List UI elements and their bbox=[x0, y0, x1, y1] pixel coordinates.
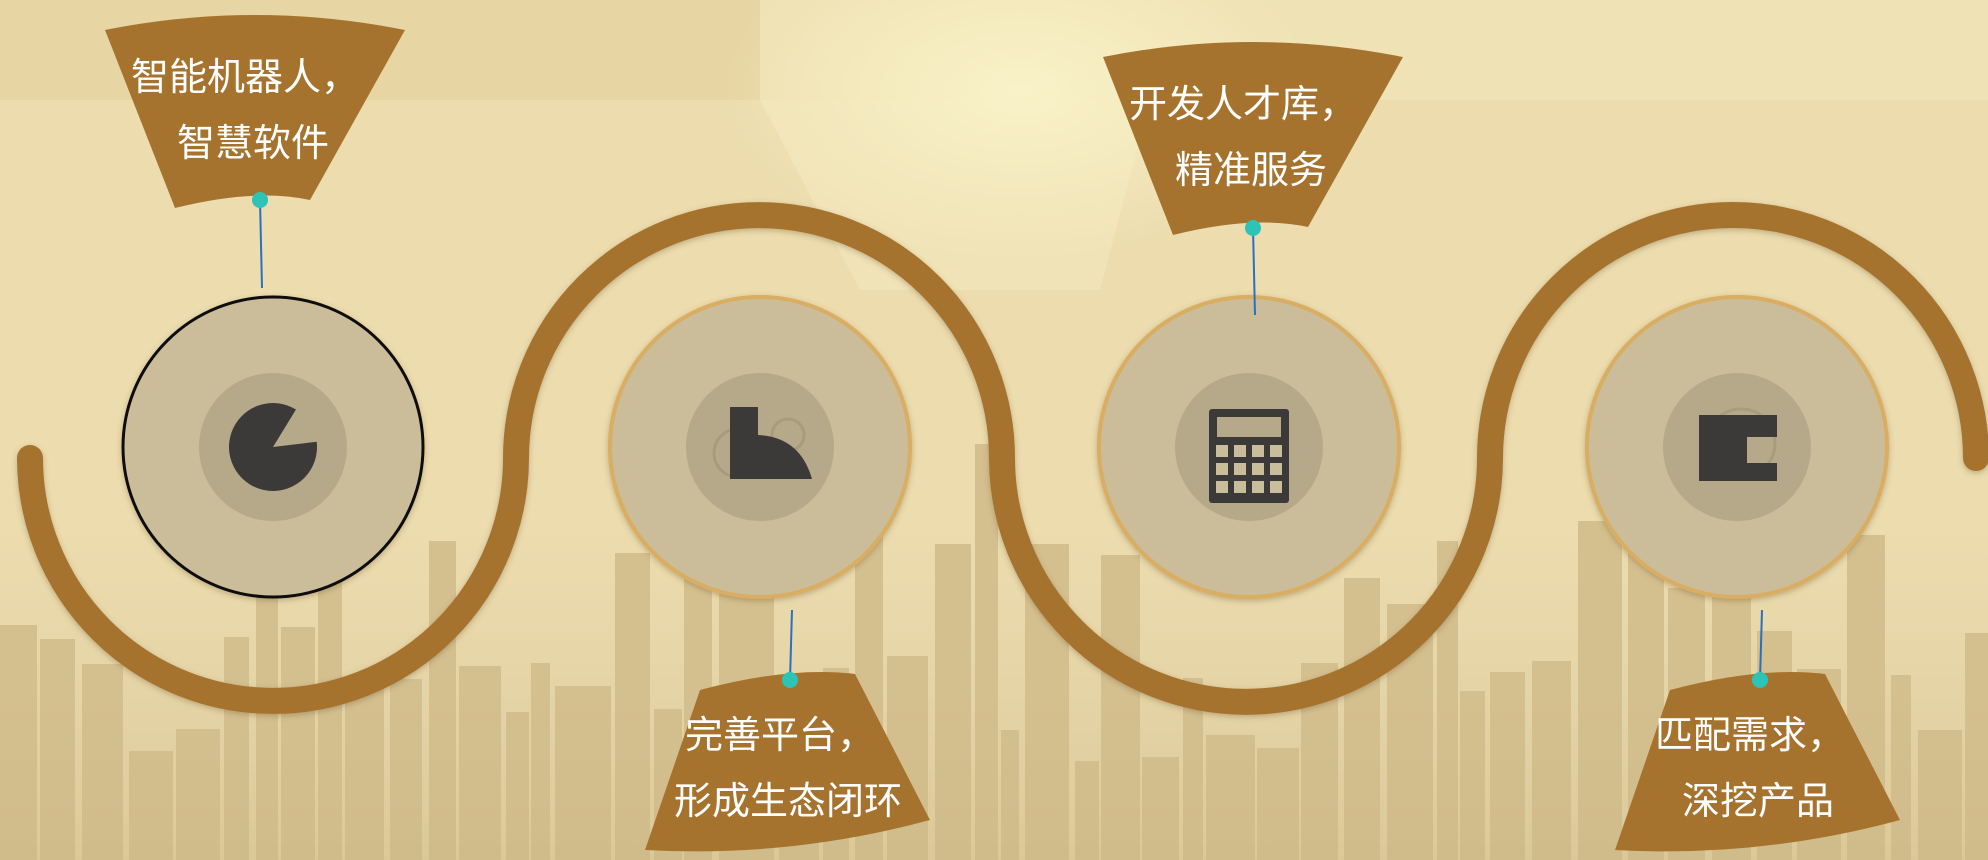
step-2: 完善平台， 形成生态闭环 bbox=[608, 295, 930, 852]
pie-chart-shape bbox=[229, 403, 317, 492]
step-4-pin-line bbox=[1759, 609, 1763, 681]
step-3-label-line: 开发人才库， bbox=[1129, 82, 1357, 126]
puzzle-icon bbox=[1699, 407, 1777, 481]
step-2-banner bbox=[645, 672, 930, 852]
calculator-key bbox=[1216, 481, 1228, 493]
step-2-pin-dot bbox=[782, 672, 798, 688]
step-4-label-line: 匹配需求， bbox=[1655, 713, 1845, 757]
wave-connector bbox=[17, 202, 1988, 715]
calculator-key bbox=[1270, 445, 1282, 457]
step-3-label-line: 精准服务 bbox=[1175, 148, 1327, 192]
step-1-label-line: 智能机器人， bbox=[131, 55, 359, 99]
calculator-key bbox=[1234, 481, 1246, 493]
calculator-icon bbox=[1209, 409, 1289, 503]
step-3-banner bbox=[1103, 42, 1403, 235]
step-2-pin-line bbox=[789, 609, 793, 681]
calculator-key bbox=[1216, 463, 1228, 475]
chart-shape bbox=[730, 407, 812, 479]
pie-chart-icon bbox=[229, 403, 317, 492]
step-4-label-line: 深挖产品 bbox=[1682, 779, 1834, 823]
step-1-label-line: 智慧软件 bbox=[177, 121, 329, 165]
step-4-pin-dot bbox=[1752, 672, 1768, 688]
step-3-pin-dot bbox=[1245, 220, 1261, 236]
calculator-key bbox=[1270, 463, 1282, 475]
step-1-pin-dot bbox=[252, 192, 268, 208]
calculator-screen bbox=[1217, 417, 1281, 437]
calculator-key bbox=[1252, 481, 1264, 493]
calculator-key bbox=[1234, 445, 1246, 457]
step-4: 匹配需求， 深挖产品 bbox=[1585, 295, 1900, 852]
step-1-pin-line bbox=[259, 199, 263, 289]
puzzle-shape bbox=[1699, 415, 1777, 481]
step-3: 开发人才库， 精准服务 bbox=[1097, 42, 1403, 599]
calculator-key bbox=[1216, 445, 1228, 457]
step-1-banner bbox=[105, 15, 405, 208]
calculator-key bbox=[1270, 481, 1282, 493]
step-4-banner bbox=[1615, 672, 1900, 852]
step-2-label-line: 完善平台， bbox=[685, 713, 875, 757]
calculator-key bbox=[1234, 463, 1246, 475]
step-3-pin-line bbox=[1252, 227, 1256, 316]
gear-chart-icon bbox=[712, 407, 812, 479]
step-2-label-line: 形成生态闭环 bbox=[674, 779, 902, 823]
calculator-key bbox=[1252, 445, 1264, 457]
calculator-key bbox=[1252, 463, 1264, 475]
step-1: 智能机器人， 智慧软件 bbox=[105, 15, 425, 599]
